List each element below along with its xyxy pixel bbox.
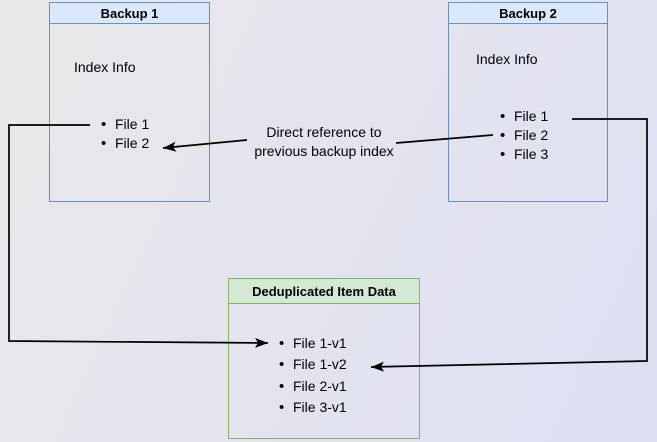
list-item: File 1 xyxy=(500,107,548,126)
list-item: File 1 xyxy=(101,115,149,134)
backup2-index-info-label: Index Info xyxy=(476,51,538,67)
list-item: File 2-v1 xyxy=(279,376,347,398)
dedup-file-list: File 1-v1 File 1-v2 File 2-v1 File 3-v1 xyxy=(279,333,347,419)
backup1-file-list: File 1 File 2 xyxy=(101,115,149,153)
list-item: File 2 xyxy=(500,126,548,145)
direct-reference-annotation: Direct reference to previous backup inde… xyxy=(254,124,394,159)
list-item: File 1-v1 xyxy=(279,333,347,355)
backup1-box: Backup 1 Index Info File 1 File 2 xyxy=(49,2,210,202)
backup1-index-info-label: Index Info xyxy=(74,59,136,75)
deduplicated-item-data-box: Deduplicated Item Data File 1-v1 File 1-… xyxy=(228,278,420,439)
list-item: File 1-v2 xyxy=(279,354,347,376)
backup2-box: Backup 2 Index Info File 1 File 2 File 3 xyxy=(448,2,608,202)
backup1-title: Backup 1 xyxy=(50,3,209,24)
backup2-file-list: File 1 File 2 File 3 xyxy=(500,107,548,164)
list-item: File 2 xyxy=(101,134,149,153)
dedup-title: Deduplicated Item Data xyxy=(229,279,419,304)
list-item: File 3-v1 xyxy=(279,397,347,419)
list-item: File 3 xyxy=(500,145,548,164)
backup2-title: Backup 2 xyxy=(449,3,607,24)
